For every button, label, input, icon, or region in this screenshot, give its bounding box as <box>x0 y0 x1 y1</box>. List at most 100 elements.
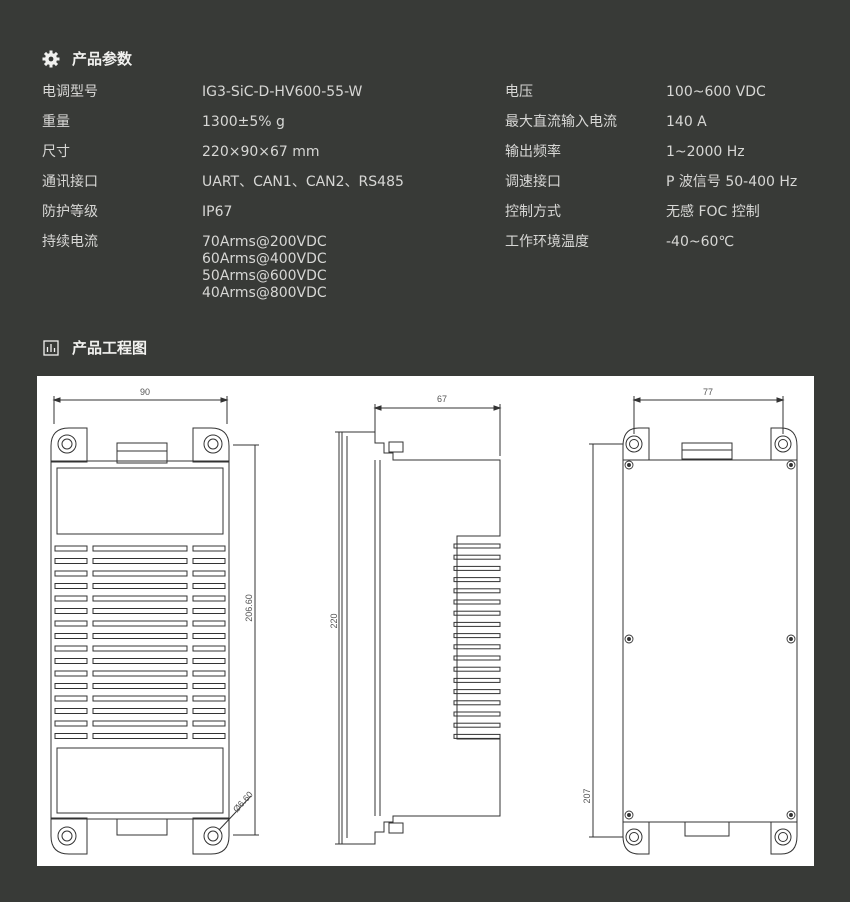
vent-slot <box>92 670 188 677</box>
vent-slot <box>192 695 226 702</box>
drawing-section-header: 产品工程图 <box>42 337 147 358</box>
vent-slot <box>54 595 88 602</box>
spec-label: 输出频率 <box>505 144 561 160</box>
spec-label: 电调型号 <box>42 84 98 100</box>
vent-slot <box>54 733 88 739</box>
spec-value: -40~60℃ <box>666 234 735 250</box>
heatsink-fin <box>453 733 501 739</box>
vent-slot <box>192 608 226 614</box>
spec-value: 1~2000 Hz <box>666 144 745 160</box>
vent-slot <box>192 683 226 689</box>
side-depth-dim: 67 <box>437 394 447 404</box>
spec-label: 电压 <box>505 84 533 100</box>
vent-slot <box>192 558 226 564</box>
vent-slot <box>192 570 226 577</box>
front-view: 90 206.60 Ø6 <box>50 387 259 855</box>
vent-slot <box>54 658 88 664</box>
drawing-section-title: 产品工程图 <box>72 339 148 357</box>
heatsink-fin <box>453 610 501 616</box>
vent-slot <box>192 658 226 664</box>
continuous-current-values: 70Arms@200VDC 60Arms@400VDC 50Arms@600VD… <box>202 234 327 302</box>
vent-slot <box>54 708 88 714</box>
spec-label: 工作环境温度 <box>505 234 589 250</box>
front-width-dim: 90 <box>140 387 150 397</box>
heatsink-fin <box>453 588 501 594</box>
chart-icon <box>42 339 60 357</box>
spec-value: 140 A <box>666 114 707 130</box>
spec-value: UART、CAN1、CAN2、RS485 <box>202 174 404 190</box>
spec-label: 持续电流 <box>42 234 98 250</box>
heatsink-fins <box>453 543 501 739</box>
vent-slot <box>54 558 88 564</box>
heatsink-fin <box>453 689 501 695</box>
vent-slot <box>192 595 226 602</box>
vent-slot <box>92 545 188 552</box>
vent-slot <box>192 733 226 739</box>
heatsink-fin <box>453 722 501 728</box>
vent-slot <box>192 633 226 639</box>
vent-slot <box>92 633 188 639</box>
heatsink-fin <box>453 543 501 549</box>
vent-slot <box>54 683 88 689</box>
vent-slot <box>192 708 226 714</box>
back-height-dim: 207 <box>582 788 592 803</box>
spec-value: IP67 <box>202 204 233 220</box>
heatsink-fin <box>453 655 501 661</box>
vent-slot <box>54 670 88 677</box>
side-view: 67 220 <box>329 394 502 845</box>
spec-value: 无感 FOC 控制 <box>666 204 760 220</box>
heatsink-fin <box>453 554 501 560</box>
heatsink-fin <box>453 644 501 650</box>
vent-slot <box>92 733 188 739</box>
spec-value: 40Arms@800VDC <box>202 285 327 301</box>
spec-label: 重量 <box>42 114 70 130</box>
spec-label: 最大直流输入电流 <box>505 114 617 130</box>
heatsink-fin <box>453 621 501 627</box>
spec-value: 50Arms@600VDC <box>202 268 327 284</box>
vent-slot <box>54 545 88 552</box>
back-view: 77 <box>582 387 798 855</box>
vent-slot <box>192 670 226 677</box>
back-width-dim: 77 <box>703 387 713 397</box>
heatsink-fin <box>453 577 501 583</box>
spec-value: 100~600 VDC <box>666 84 766 100</box>
vent-slot <box>192 720 226 727</box>
vent-slot <box>92 583 188 589</box>
side-height-dim: 220 <box>329 613 339 628</box>
vent-slot <box>92 720 188 727</box>
vent-slot <box>92 558 188 564</box>
params-section-title: 产品参数 <box>72 50 133 68</box>
spec-value: 220×90×67 mm <box>202 144 320 160</box>
vent-slot <box>92 683 188 689</box>
heatsink-fin <box>453 711 501 717</box>
heatsink-fin <box>453 700 501 706</box>
vent-slot <box>54 570 88 577</box>
vent-slot <box>54 620 88 627</box>
engineering-drawing: 90 206.60 Ø6 <box>37 376 814 866</box>
spec-label: 尺寸 <box>42 144 70 160</box>
vent-slot <box>192 645 226 652</box>
heatsink-fin <box>453 599 501 605</box>
vent-slot <box>192 545 226 552</box>
vent-slot <box>54 633 88 639</box>
params-section-header: 产品参数 <box>42 48 132 69</box>
vent-slot <box>92 595 188 602</box>
front-height-dim: 206.60 <box>244 594 254 622</box>
spec-label: 防护等级 <box>42 204 98 220</box>
vent-slot <box>92 695 188 702</box>
vent-slot <box>92 620 188 627</box>
spec-value: IG3-SiC-D-HV600-55-W <box>202 84 363 100</box>
spec-table: 电调型号 IG3-SiC-D-HV600-55-W 电压 100~600 VDC… <box>42 80 832 320</box>
spec-label: 通讯接口 <box>42 174 98 190</box>
heatsink-fin <box>453 677 501 683</box>
hole-dia-dim: Ø6.60 <box>231 789 255 814</box>
vent-slot <box>92 608 188 614</box>
vent-slot <box>54 645 88 652</box>
vent-slot <box>92 658 188 664</box>
spec-label: 控制方式 <box>505 204 561 220</box>
vent-slot <box>54 608 88 614</box>
vent-slot <box>192 583 226 589</box>
spec-value: 70Arms@200VDC <box>202 234 327 250</box>
vent-slot <box>192 620 226 627</box>
gear-icon <box>42 50 60 68</box>
